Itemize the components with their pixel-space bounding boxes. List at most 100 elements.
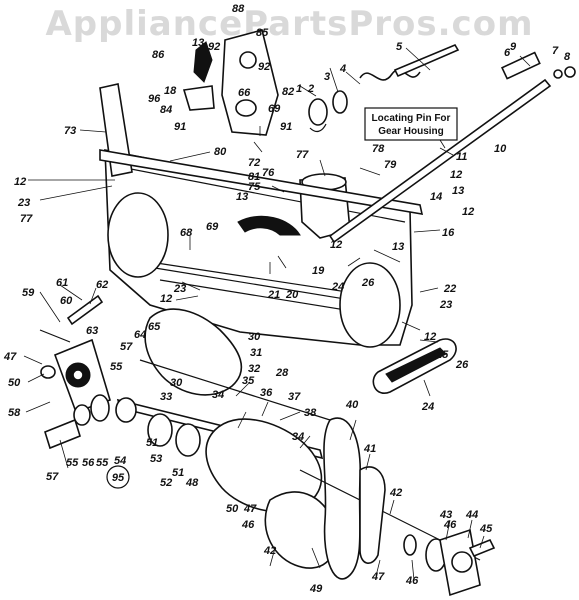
callout-43: 43 <box>439 509 452 521</box>
callout-60: 60 <box>60 295 73 307</box>
drive-shaft <box>308 43 576 244</box>
callout-8: 8 <box>564 51 571 63</box>
auger-right <box>205 417 481 580</box>
callout-34-b: 34 <box>292 431 304 443</box>
callout-4: 4 <box>339 63 346 75</box>
callout-26-a: 26 <box>361 277 375 289</box>
callout-46-b: 46 <box>241 519 255 531</box>
callout-12-c: 12 <box>462 206 474 218</box>
callout-40: 40 <box>345 399 359 411</box>
callout-47-a: 47 <box>3 351 17 363</box>
callout-14: 14 <box>430 191 442 203</box>
callout-12-a: 12 <box>14 176 26 188</box>
callout-32: 32 <box>248 363 260 375</box>
callout-84: 84 <box>160 104 172 116</box>
callout-52: 52 <box>160 477 172 489</box>
callout-59: 59 <box>22 287 35 299</box>
callout-42-a: 42 <box>389 487 402 499</box>
callout-77-b: 77 <box>296 149 309 161</box>
callout-80: 80 <box>214 146 227 158</box>
callout-note-line-2: Gear Housing <box>378 126 444 137</box>
callout-30-a: 30 <box>248 331 261 343</box>
callout-12-d: 12 <box>330 239 342 251</box>
callout-23-b: 23 <box>439 299 452 311</box>
callout-44: 44 <box>465 509 478 521</box>
callout-95-ring <box>106 465 130 489</box>
callout-12-f: 12 <box>160 293 172 305</box>
callout-64: 64 <box>134 329 146 341</box>
callout-81: 81 <box>248 171 260 183</box>
callout-49: 49 <box>309 583 323 595</box>
callout-5: 5 <box>396 41 403 53</box>
callout-13-c: 13 <box>452 185 464 197</box>
callout-53: 53 <box>150 453 162 465</box>
callout-2: 2 <box>307 83 314 95</box>
callout-92-a: 92 <box>258 61 270 73</box>
callout-51-a: 51 <box>172 467 184 479</box>
callout-23-a: 23 <box>17 197 30 209</box>
callout-16: 16 <box>442 227 455 239</box>
callout-20: 20 <box>285 289 299 301</box>
callout-54: 54 <box>114 455 126 467</box>
callout-86: 86 <box>152 49 165 61</box>
callout-13-a: 13 <box>192 37 204 49</box>
left-bearing-assembly <box>39 294 111 450</box>
callout-22: 22 <box>443 283 456 295</box>
callout-30-b: 30 <box>170 377 183 389</box>
callout-46-c: 46 <box>443 519 457 531</box>
callout-65: 65 <box>148 321 161 333</box>
callout-31: 31 <box>250 347 262 359</box>
callout-58: 58 <box>8 407 21 419</box>
callout-10: 10 <box>494 143 507 155</box>
callout-50-b: 50 <box>226 503 239 515</box>
watermark: AppliancePartsPros.com <box>45 4 534 44</box>
callout-51-b: 51 <box>146 437 158 449</box>
callout-79: 79 <box>384 159 397 171</box>
callout-75: 75 <box>248 181 261 193</box>
callout-36: 36 <box>260 387 273 399</box>
callout-numbers: 88 85 92 13 92 86 82 69 66 18 96 84 91 9… <box>3 3 571 595</box>
right-bearing-assembly <box>403 528 496 597</box>
callout-34-a: 34 <box>212 389 224 401</box>
callout-76: 76 <box>262 167 275 179</box>
callout-33: 33 <box>160 391 172 403</box>
callout-21: 21 <box>267 289 280 301</box>
callout-25: 25 <box>435 349 449 361</box>
callout-77-a: 77 <box>20 213 33 225</box>
callout-47-b: 47 <box>371 571 385 583</box>
callout-24-a: 24 <box>331 281 344 293</box>
gear-housing <box>182 29 279 136</box>
callout-82: 82 <box>282 86 294 98</box>
callout-85: 85 <box>256 27 269 39</box>
callout-41: 41 <box>363 443 376 455</box>
callout-73: 73 <box>64 125 76 137</box>
callout-3: 3 <box>324 71 330 83</box>
callout-69-b: 69 <box>206 221 219 233</box>
callout-91-a: 91 <box>174 121 186 133</box>
callout-18: 18 <box>164 85 177 97</box>
callout-12-e: 12 <box>424 331 436 343</box>
callout-26-b: 26 <box>455 359 469 371</box>
callout-13-d: 13 <box>392 241 404 253</box>
callout-9: 9 <box>510 41 517 53</box>
callout-68: 68 <box>180 227 193 239</box>
callout-72: 72 <box>248 157 260 169</box>
callout-28: 28 <box>275 367 289 379</box>
callout-57-a: 57 <box>120 341 133 353</box>
callout-11: 11 <box>456 151 467 163</box>
callout-62: 62 <box>96 279 108 291</box>
callout-24-b: 24 <box>421 401 434 413</box>
callout-96: 96 <box>148 93 161 105</box>
callout-57-b: 57 <box>46 471 59 483</box>
callout-55-a: 55 <box>110 361 123 373</box>
callout-23-c: 23 <box>173 283 186 295</box>
callout-88: 88 <box>232 3 245 15</box>
callout-note-line-1: Locating Pin For <box>372 113 451 124</box>
callout-19: 19 <box>312 265 325 277</box>
callout-48: 48 <box>185 477 199 489</box>
callout-12-b: 12 <box>450 169 462 181</box>
callout-61: 61 <box>56 277 68 289</box>
skid-shoe <box>372 338 457 394</box>
callout-50-a: 50 <box>8 377 21 389</box>
